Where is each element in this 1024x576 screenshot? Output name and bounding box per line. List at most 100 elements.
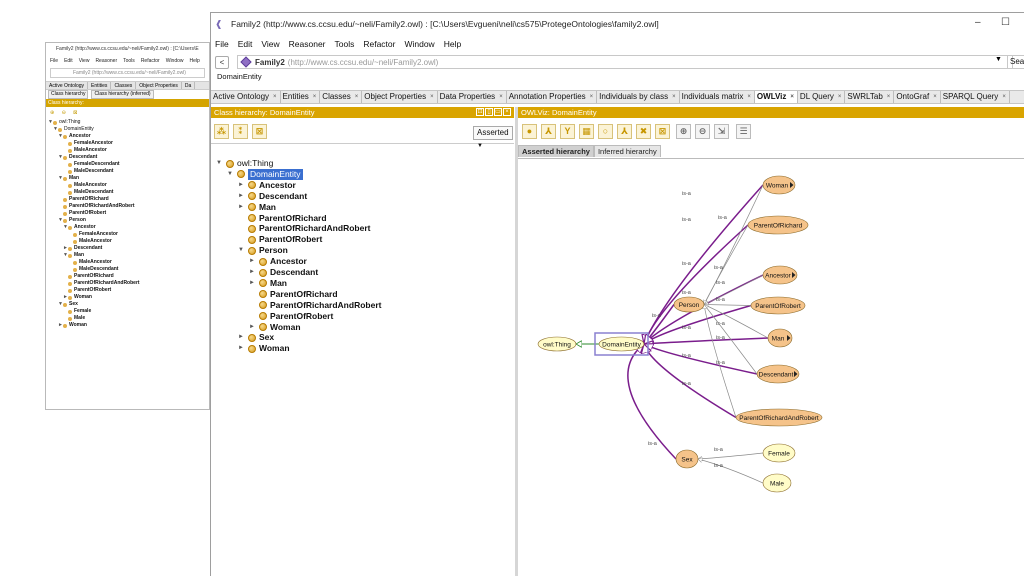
split-divider[interactable] <box>515 107 518 576</box>
mini-menu-item[interactable]: File <box>50 58 59 64</box>
mini-tree-node[interactable]: ▼Sex <box>48 301 209 308</box>
tab-classes[interactable]: Classes× <box>320 91 363 103</box>
mini-menu-item[interactable]: Window <box>165 58 184 64</box>
mini-menu-item[interactable]: Edit <box>64 58 73 64</box>
mini-tab[interactable]: Da <box>182 82 196 89</box>
asserted-selector[interactable]: Asserted ▼ <box>473 126 513 149</box>
menu-item-tools[interactable]: Tools <box>334 39 355 49</box>
graph-node-porandr[interactable]: ParentOfRichardAndRobert <box>735 408 823 427</box>
mini-tree-node[interactable]: FemaleDescendant <box>48 161 209 168</box>
mini-tree-node[interactable]: ▼Person <box>48 217 209 224</box>
mini-tree-node[interactable]: ParentOfRichard <box>48 196 209 203</box>
menu-item-help[interactable]: Help <box>443 39 462 49</box>
back-button[interactable]: < <box>215 55 229 69</box>
mini-tree-node[interactable]: Female <box>48 308 209 315</box>
mini-tree-node[interactable]: ▼DomainEntity <box>48 126 209 133</box>
graph-node-person[interactable]: Person <box>673 296 705 313</box>
show-superclasses-icon[interactable]: Y <box>560 124 575 139</box>
mini-subtab[interactable]: Class hierarchy <box>48 90 89 99</box>
tab-data-properties[interactable]: Data Properties× <box>438 91 507 103</box>
graph-node-descendant[interactable]: Descendant <box>756 364 800 384</box>
zoom-in-icon[interactable]: ⊕ <box>676 124 691 139</box>
hierarchy-graph-svg[interactable]: is-ais-ais-ais-ais-ais-ais-ais-ais-ais-a… <box>518 159 1024 576</box>
mini-tab[interactable]: Active Ontology <box>46 82 89 89</box>
options-icon[interactable]: ⊠ <box>655 124 670 139</box>
tab-object-properties[interactable]: Object Properties× <box>362 91 438 103</box>
tree-node[interactable]: ParentOfRichard <box>238 213 327 224</box>
collapsed-arrow-icon[interactable]: ► <box>249 269 255 275</box>
export-icon[interactable]: ⇲ <box>714 124 729 139</box>
tab-close-icon[interactable]: × <box>886 94 891 100</box>
tree-node[interactable]: ParentOfRobert <box>238 234 322 245</box>
expanded-arrow-icon[interactable]: ▼ <box>238 247 244 254</box>
show-subclasses-icon[interactable]: ⅄ <box>541 124 556 139</box>
tree-node[interactable]: ▼DomainEntity <box>227 168 303 180</box>
mini-tree-node[interactable]: MaleAncestor <box>48 259 209 266</box>
view-float-button[interactable]: ▭ <box>494 108 502 116</box>
view-close-button[interactable]: × <box>503 108 511 116</box>
graph-node-porob[interactable]: ParentOfRobert <box>750 296 806 315</box>
tab-close-icon[interactable]: × <box>499 94 503 100</box>
graph-node-thing[interactable]: owl:Thing <box>537 336 577 352</box>
tree-node[interactable]: ParentOfRichard <box>249 289 338 300</box>
add-sibling-icon[interactable]: ⁑ <box>233 124 248 139</box>
tab-close-icon[interactable]: × <box>837 94 842 100</box>
tree-node[interactable]: ▼owl:Thing <box>216 158 273 169</box>
tab-owlviz[interactable]: OWLViz× <box>754 91 798 103</box>
tab-close-icon[interactable]: × <box>312 94 317 100</box>
menu-item-view[interactable]: View <box>261 39 280 49</box>
tree-node[interactable]: ►Descendant <box>238 191 307 202</box>
mini-tree-node[interactable]: MaleAncestor <box>48 182 209 189</box>
subtab-asserted-hierarchy[interactable]: Asserted hierarchy <box>518 145 594 157</box>
menu-item-refactor[interactable]: Refactor <box>363 39 396 49</box>
mini-tree-node[interactable]: ►Descendant <box>48 245 209 252</box>
tab-close-icon[interactable]: × <box>354 94 359 100</box>
collapsed-arrow-icon[interactable]: ► <box>249 279 255 286</box>
tab-close-icon[interactable]: × <box>1002 94 1006 100</box>
graph-node-sex[interactable]: Sex <box>675 449 699 469</box>
tree-node[interactable]: ►Woman <box>238 343 290 354</box>
mini-tree-node[interactable]: MaleDescendant <box>48 266 209 273</box>
tab-close-icon[interactable]: × <box>933 94 937 100</box>
mini-tree-node[interactable]: ▼Ancestor <box>48 224 209 231</box>
search-field[interactable]: Searc <box>1007 55 1024 69</box>
graph-node-domain[interactable]: DomainEntity <box>594 332 649 356</box>
mini-tree-node[interactable]: ►Woman <box>48 322 209 329</box>
mini-menu-item[interactable]: Reasoner <box>95 58 118 64</box>
hide-class-icon[interactable]: ○ <box>598 124 613 139</box>
expand-triangle-icon[interactable] <box>792 272 796 278</box>
show-class-icon[interactable]: ● <box>522 124 537 139</box>
tree-node[interactable]: ▼Person <box>238 245 288 256</box>
collapsed-arrow-icon[interactable]: ► <box>238 334 244 341</box>
ontology-selector[interactable]: Family2 (http://www.cs.ccsu.edu/~neli/Fa… <box>237 55 1013 69</box>
menu-item-file[interactable]: File <box>215 39 229 49</box>
mini-tree-node[interactable]: ParentOfRobert <box>48 210 209 217</box>
minimize-button[interactable]: – <box>975 17 981 28</box>
tree-node[interactable]: ►Woman <box>249 322 301 333</box>
delete-class-icon[interactable]: ⊠ <box>252 124 267 139</box>
expand-triangle-icon[interactable] <box>787 335 791 341</box>
mini-tree-node[interactable]: ▼Man <box>48 252 209 259</box>
tree-node[interactable]: ►Man <box>238 202 276 213</box>
mini-tree-node[interactable]: MaleDescendant <box>48 168 209 175</box>
tab-active-ontology[interactable]: Active Ontology× <box>211 91 281 103</box>
mini-tree-node[interactable]: ▼Ancestor <box>48 133 209 140</box>
properties-icon[interactable]: ☰ <box>736 124 751 139</box>
mini-tab[interactable]: Object Properties <box>136 82 182 89</box>
menu-item-window[interactable]: Window <box>404 39 435 49</box>
mini-tree-node[interactable]: ParentOfRichardAndRobert <box>48 203 209 210</box>
collapsed-arrow-icon[interactable]: ► <box>249 323 255 330</box>
tab-dl-query[interactable]: DL Query× <box>798 91 846 103</box>
collapsed-arrow-icon[interactable]: ► <box>238 345 244 352</box>
collapsed-arrow-icon[interactable]: ► <box>238 203 244 210</box>
graph-node-man[interactable]: Man <box>767 328 793 348</box>
tab-close-icon[interactable]: × <box>747 94 751 100</box>
mini-subtab[interactable]: Class hierarchy (inferred) <box>91 90 154 99</box>
graph-node-female[interactable]: Female <box>762 443 796 463</box>
graph-node-ancestor[interactable]: Ancestor <box>762 265 798 285</box>
tree-node[interactable]: ►Descendant <box>249 267 318 278</box>
tree-node[interactable]: ►Man <box>249 278 287 289</box>
hide-subclasses-icon[interactable]: ⅄ <box>617 124 632 139</box>
mini-tree-node[interactable]: ParentOfRobert <box>48 287 209 294</box>
menu-item-edit[interactable]: Edit <box>237 39 253 49</box>
